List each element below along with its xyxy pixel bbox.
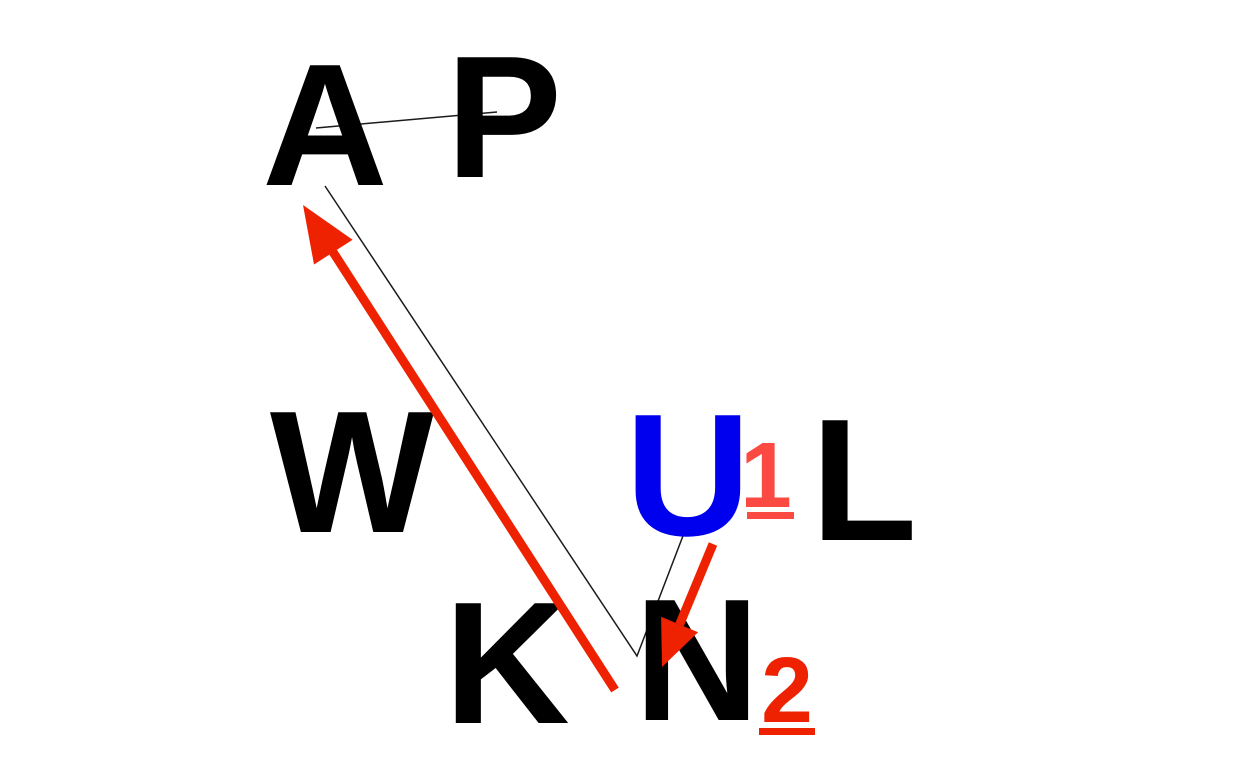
arrow-1 xyxy=(303,205,619,693)
letter-u-highlighted: U xyxy=(625,377,751,572)
arrow-2-shaft xyxy=(675,542,718,627)
letter-w: W xyxy=(270,374,435,569)
letter-p: P xyxy=(446,19,562,214)
step1-underline xyxy=(747,512,794,519)
arrow-2-head-icon xyxy=(661,616,699,667)
step1-label: 1 xyxy=(740,423,792,527)
letter-k: K xyxy=(444,565,570,760)
letter-a: A xyxy=(262,27,388,222)
letter-l: L xyxy=(811,382,917,577)
step2-underline xyxy=(759,728,815,735)
letter-n: N xyxy=(634,562,760,757)
connector-a-to-p xyxy=(315,111,498,129)
arrow-1-head-icon xyxy=(303,205,353,265)
connector-a-to-n-to-u xyxy=(324,185,687,658)
arrow-1-shaft xyxy=(329,249,619,693)
step2-label: 2 xyxy=(761,638,813,742)
arrow-2 xyxy=(661,542,718,667)
